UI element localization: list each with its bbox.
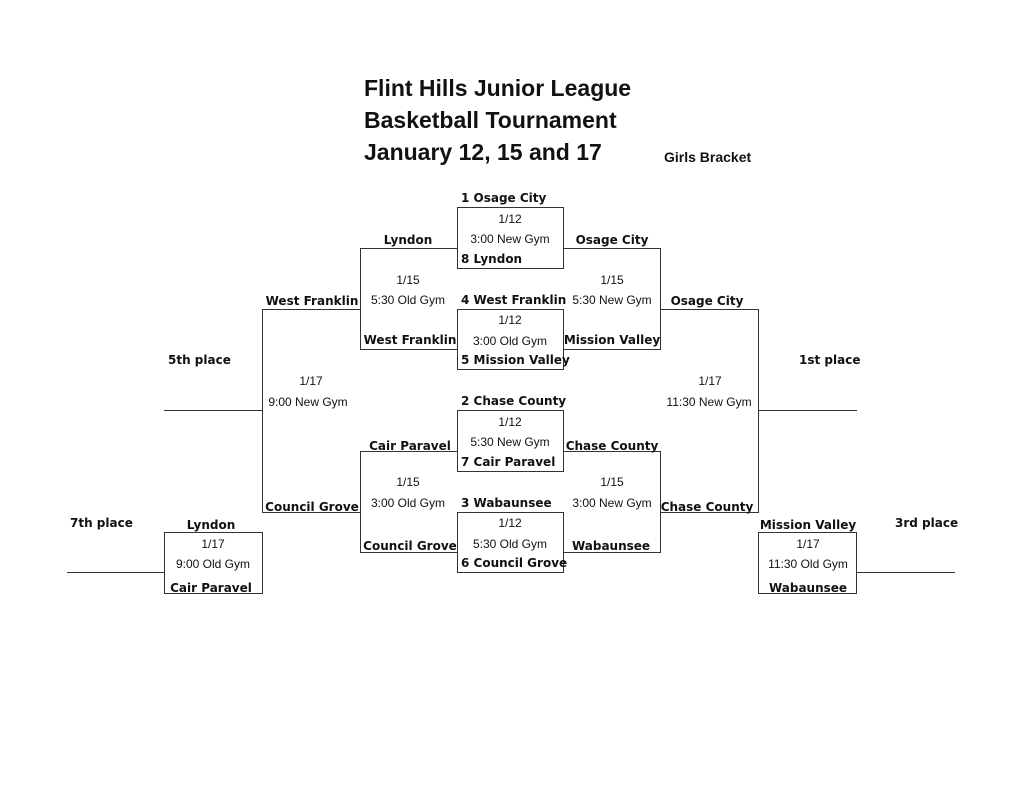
- team-name: Cair Paravel: [369, 439, 451, 453]
- place-label-3rd: 3rd place: [895, 516, 959, 530]
- team-name: Lyndon: [186, 518, 236, 532]
- team-name: Wabaunsee: [571, 539, 651, 553]
- game-date: 1/12: [498, 212, 522, 226]
- title-line-3: January 12, 15 and 17: [364, 139, 602, 165]
- game-date: 1/12: [498, 516, 522, 530]
- team-seed: 6 Council Grove: [461, 556, 568, 570]
- game-time-location: 5:30 Old Gym: [370, 293, 446, 307]
- game-time-location: 5:30 New Gym: [572, 293, 652, 307]
- game-date: 1/17: [796, 537, 820, 551]
- team-name: Osage City: [575, 233, 649, 247]
- game-date: 1/12: [498, 415, 522, 429]
- title-line-2: Basketball Tournament: [364, 107, 617, 133]
- game-time-location: 3:00 Old Gym: [472, 334, 548, 348]
- game-time-location: 11:30 New Gym: [666, 395, 752, 409]
- team-name: West Franklin: [363, 333, 457, 347]
- game-time-location: 11:30 Old Gym: [768, 557, 848, 571]
- team-name: Mission Valley: [563, 333, 661, 347]
- team-name: Chase County: [565, 439, 659, 453]
- place-label-5th: 5th place: [168, 353, 231, 367]
- game-date: 1/15: [396, 475, 420, 489]
- game-time-location: 3:00 Old Gym: [370, 496, 446, 510]
- team-name: Osage City: [670, 294, 744, 308]
- game-date: 1/17: [201, 537, 225, 551]
- title-line-1: Flint Hills Junior League: [364, 75, 632, 101]
- game-date: 1/15: [600, 273, 624, 287]
- game-time-location: 5:30 Old Gym: [472, 537, 548, 551]
- game-date: 1/15: [600, 475, 624, 489]
- game-time-location: 3:00 New Gym: [470, 232, 550, 246]
- place-label-1st: 1st place: [799, 353, 861, 367]
- team-seed: 8 Lyndon: [461, 252, 523, 266]
- game-time-location: 3:00 New Gym: [572, 496, 652, 510]
- game-date: 1/17: [698, 374, 722, 388]
- game-time-location: 5:30 New Gym: [470, 435, 550, 449]
- game-time-location: 9:00 Old Gym: [175, 557, 251, 571]
- team-seed: 4 West Franklin: [461, 293, 567, 307]
- bracket-label: Girls Bracket: [664, 149, 752, 165]
- team-seed: 5 Mission Valley: [461, 353, 570, 367]
- game-date: 1/12: [498, 313, 522, 327]
- team-seed: 2 Chase County: [461, 394, 567, 408]
- team-name: Wabaunsee: [768, 581, 848, 595]
- team-name: Mission Valley: [759, 518, 857, 532]
- team-name: Chase County: [660, 500, 754, 514]
- team-name: Council Grove: [363, 539, 457, 553]
- team-name: Council Grove: [265, 500, 359, 514]
- game-date: 1/15: [396, 273, 420, 287]
- team-name: Lyndon: [383, 233, 433, 247]
- team-seed: 3 Wabaunsee: [461, 496, 552, 510]
- place-label-7th: 7th place: [70, 516, 133, 530]
- game-time-location: 9:00 New Gym: [268, 395, 348, 409]
- game-date: 1/17: [299, 374, 323, 388]
- team-seed: 7 Cair Paravel: [461, 455, 556, 469]
- team-name: Cair Paravel: [170, 581, 252, 595]
- team-name: West Franklin: [265, 294, 359, 308]
- team-seed: 1 Osage City: [461, 191, 547, 205]
